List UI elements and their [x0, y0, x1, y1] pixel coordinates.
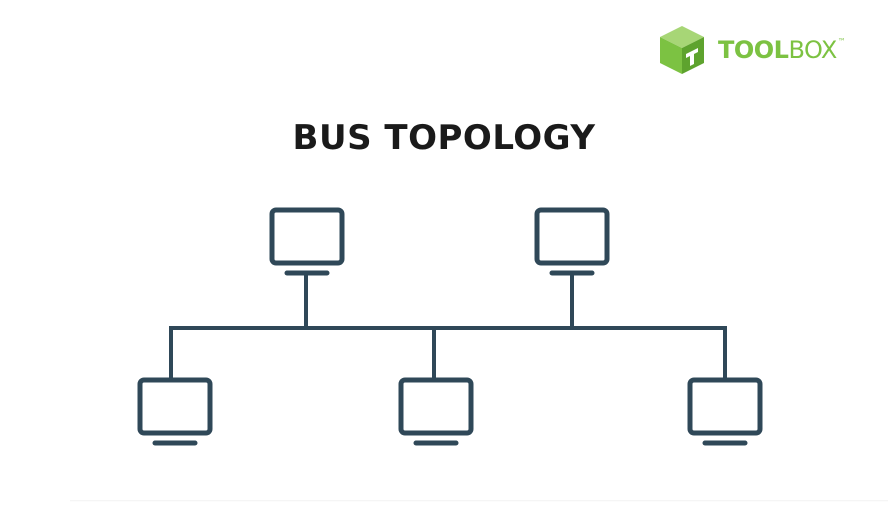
monitor-icon — [137, 377, 213, 436]
footer-divider — [70, 500, 888, 502]
monitor-icon — [398, 377, 474, 436]
computer-bottom-right — [687, 377, 763, 446]
computer-bottom-center — [398, 377, 474, 446]
monitor-icon — [534, 207, 610, 266]
trademark-symbol: ™ — [837, 37, 846, 46]
computer-top-left — [269, 207, 345, 276]
cube-logo-icon — [660, 26, 704, 74]
logo-text-light: BOX — [788, 36, 837, 64]
logo-text-bold: TOOL — [718, 36, 789, 64]
diagram-title: BUS TOPOLOGY — [292, 118, 596, 158]
computer-top-right — [534, 207, 610, 276]
computer-bottom-left — [137, 377, 213, 446]
monitor-icon — [687, 377, 763, 436]
monitor-icon — [269, 207, 345, 266]
